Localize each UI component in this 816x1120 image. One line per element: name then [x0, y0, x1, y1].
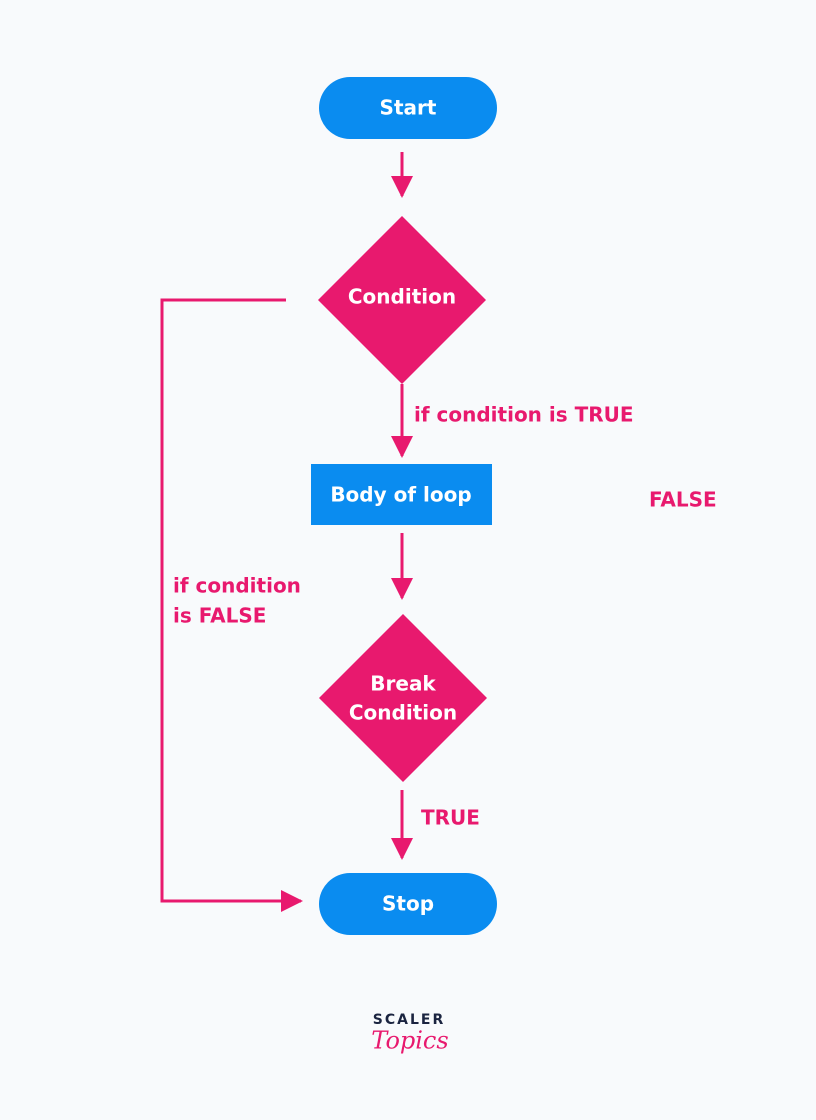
start-label: Start [380, 96, 437, 120]
break-false-label: FALSE [649, 488, 717, 512]
condition-decision [318, 216, 486, 384]
condition-false-label-line2: is FALSE [173, 604, 266, 628]
body-process [311, 464, 492, 525]
condition-label: Condition [348, 285, 456, 309]
start-terminal [319, 77, 497, 139]
stop-terminal [319, 873, 497, 935]
break-true-label: TRUE [421, 806, 480, 830]
stop-label: Stop [382, 892, 434, 916]
brand-topics-text: Topics [371, 1027, 448, 1055]
brand-scaler-text: SCALER [373, 1012, 445, 1028]
condition-true-label: if condition is TRUE [414, 403, 634, 427]
condition-false-label-line1: if condition [173, 574, 301, 598]
break-label-line1: Break [370, 672, 436, 696]
break-label-line2: Condition [349, 701, 457, 725]
break-condition-decision [319, 614, 487, 782]
body-label: Body of loop [330, 483, 471, 507]
scaler-topics-logo: SCALER Topics [371, 1012, 448, 1055]
arrow-condition-false-to-stop [160, 298, 303, 912]
